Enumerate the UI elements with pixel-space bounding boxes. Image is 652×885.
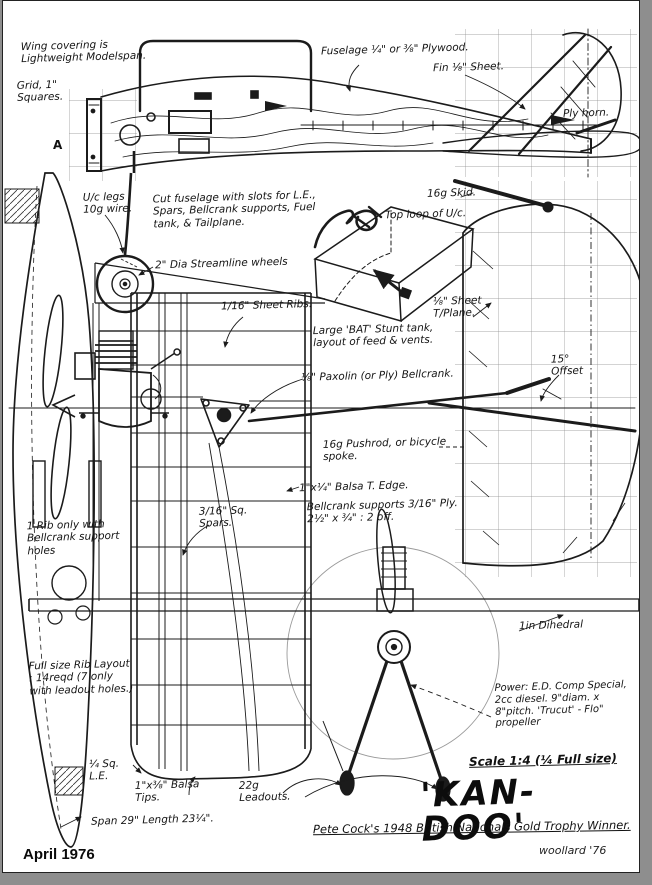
note-offset: 15° Offset bbox=[550, 353, 584, 378]
plan-sheet: Wing covering is Lightweight Modelspan. … bbox=[2, 0, 640, 873]
note-leadouts: 22g Leadouts. bbox=[238, 779, 291, 805]
section-a-marker: A bbox=[53, 138, 63, 152]
note-power: Power: E.D. Comp Special, 2cc diesel. 9"… bbox=[494, 679, 627, 730]
uc-top-loop-detail bbox=[313, 209, 378, 249]
note-tailplane: ⅛" Sheet T/Plane. bbox=[432, 294, 482, 321]
note-tank: Large 'BAT' Stunt tank, layout of feed &… bbox=[312, 321, 434, 350]
note-skid: 16g Skid. bbox=[426, 186, 477, 200]
date-stamp: April 1976 bbox=[23, 846, 95, 863]
note-rib-layout: Full size Rib Layout : 14reqd (7 only wi… bbox=[28, 657, 134, 698]
wheel-side-view bbox=[95, 151, 155, 314]
plan-line-art bbox=[4, 28, 640, 848]
plan-title: 'KAN-DOO' bbox=[419, 771, 537, 850]
control-run-lines bbox=[8, 377, 637, 433]
note-one-rib: 1 Rib only with Bellcrank support holes bbox=[26, 518, 120, 558]
note-uc-legs: U/c legs 10g wire. bbox=[82, 190, 133, 217]
full-size-rib-layout bbox=[4, 172, 102, 848]
note-pushrod: 16g Pushrod, or bicycle spoke. bbox=[322, 435, 447, 464]
note-ply-horn: Ply horn. bbox=[562, 106, 610, 120]
fuel-tank-detail bbox=[313, 205, 475, 323]
note-cut-fuselage: Cut fuselage with slots for L.E., Spars,… bbox=[152, 188, 316, 231]
tailplane-fin-plan-view bbox=[442, 28, 640, 178]
fin-side-view bbox=[462, 203, 640, 567]
note-bellcrank-supports: Bellcrank supports 3/16" Ply. 2½" x ¾" :… bbox=[306, 497, 458, 526]
note-dihedral: 1in Dihedral bbox=[518, 618, 584, 633]
note-spars: 3/16" Sq. Spars. bbox=[198, 504, 248, 531]
note-wing-covering: Wing covering is Lightweight Modelspan. bbox=[20, 38, 147, 66]
note-grid: Grid, 1" Squares. bbox=[16, 78, 64, 105]
leader-lines bbox=[60, 64, 564, 828]
bellcrank-detail bbox=[200, 398, 260, 772]
front-view bbox=[28, 508, 640, 802]
note-leading-edge: ¼ Sq. L.E. bbox=[88, 757, 120, 783]
note-tips: 1"x⅜" Balsa Tips. bbox=[134, 778, 200, 805]
propeller-side-view bbox=[42, 294, 76, 520]
fuselage-plan-view bbox=[86, 39, 604, 172]
note-fin: Fin ⅛" Sheet. bbox=[432, 60, 505, 75]
designer-signature: woollard '76 bbox=[539, 844, 607, 857]
